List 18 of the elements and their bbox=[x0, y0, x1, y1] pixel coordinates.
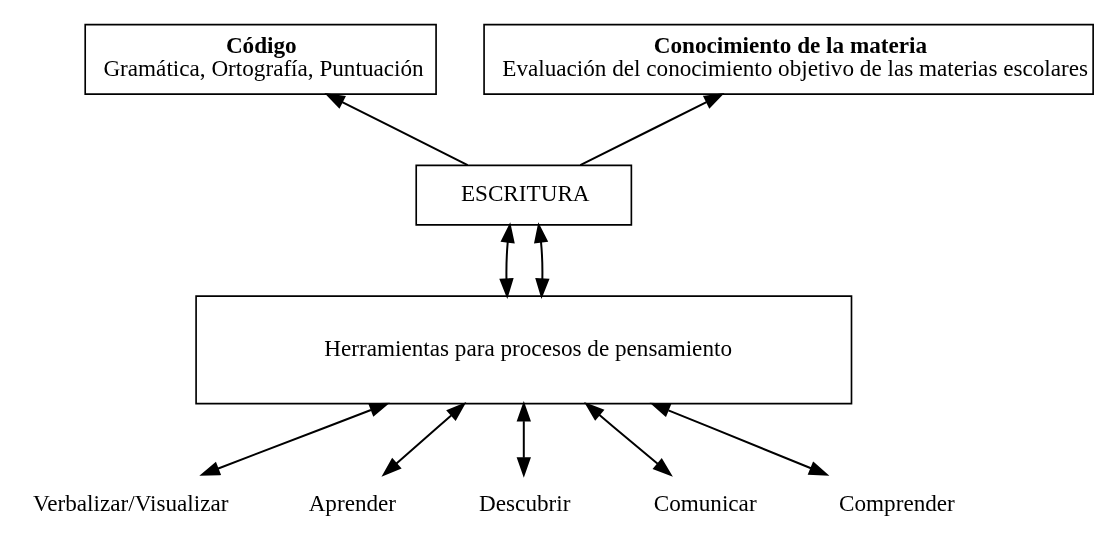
arrow bbox=[579, 93, 725, 167]
arrow bbox=[324, 93, 469, 167]
arrow bbox=[199, 402, 390, 476]
node-text: Aprender bbox=[308, 489, 397, 516]
arrow bbox=[533, 222, 550, 299]
node-text: Comprender bbox=[839, 489, 955, 516]
arrow bbox=[516, 401, 531, 478]
arrow bbox=[499, 222, 515, 299]
arrow bbox=[381, 402, 467, 477]
arrow bbox=[649, 402, 830, 476]
node-box: Herramientas para procesos de pensamiento bbox=[195, 295, 853, 405]
node-box: ESCRITURA bbox=[415, 164, 633, 226]
node-box: Conocimiento de la materia Evaluación del conocimiento objetivo de las materias escolares bbox=[483, 23, 1094, 95]
node-box: Código Gramática, Ortografía, Puntuación bbox=[84, 23, 437, 95]
node-text: Descubrir bbox=[479, 489, 571, 516]
arrow bbox=[584, 402, 673, 477]
node-text: Comunicar bbox=[653, 489, 757, 516]
node-text: Verbalizar/Visualizar bbox=[33, 489, 229, 516]
